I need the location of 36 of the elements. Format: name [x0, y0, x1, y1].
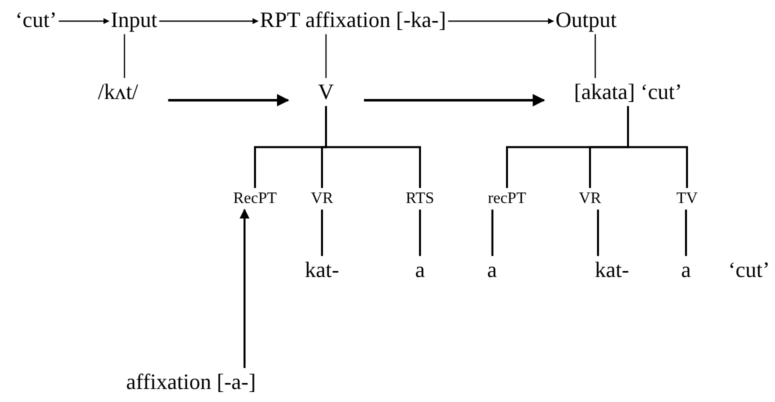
morpheme-text: kat-	[304, 258, 340, 282]
arrow	[240, 208, 250, 368]
stage-label: Input	[110, 8, 158, 32]
branch-line	[419, 210, 421, 256]
branch-line	[325, 106, 421, 188]
morpheme-category: recPT	[488, 190, 526, 208]
arrow	[58, 18, 110, 24]
arrow	[159, 18, 259, 24]
morpheme-category: RecPT	[233, 190, 277, 208]
arrow	[364, 94, 546, 106]
branch-line	[594, 34, 596, 78]
process-label: affixation [-a-]	[126, 370, 256, 394]
branch-line	[491, 210, 494, 256]
gloss-text: ‘cut’	[728, 258, 770, 282]
branch-line	[685, 210, 687, 256]
branch-line	[124, 34, 126, 78]
process-label: RPT affixation [-ka-]	[260, 8, 446, 32]
branch-line	[627, 106, 688, 188]
word-text: ‘cut’	[15, 8, 57, 32]
morpheme-category: VR	[310, 190, 334, 208]
arrow	[168, 94, 290, 106]
morpheme-category: TV	[676, 190, 698, 208]
morpheme-text: a	[681, 258, 691, 282]
category-label: V	[318, 80, 334, 104]
branch-line	[325, 34, 327, 78]
morpheme-text: kat-	[594, 258, 630, 282]
stage-label: Output	[555, 8, 617, 32]
morpheme-text: a	[415, 258, 425, 282]
morpheme-category: RTS	[406, 190, 434, 208]
branch-line	[597, 210, 599, 256]
branch-line	[321, 210, 323, 256]
morpheme-text: a	[487, 258, 497, 282]
phonemic-form: /kʌt/	[98, 80, 138, 104]
arrow	[448, 18, 554, 24]
phonetic-form: [akata] ‘cut’	[574, 80, 682, 104]
morpheme-category: VR	[578, 190, 602, 208]
